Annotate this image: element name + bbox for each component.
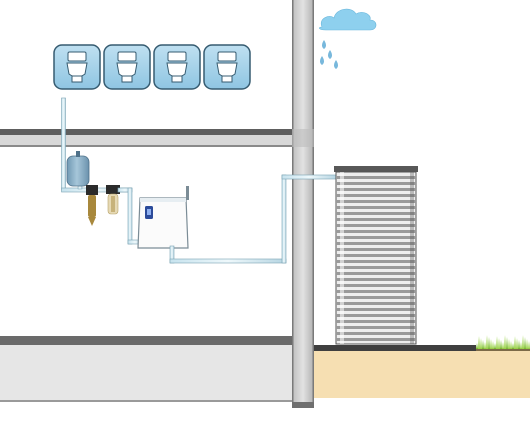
grass-icon — [476, 335, 530, 349]
rain-cloud-icon — [319, 8, 377, 31]
outdoor-ground — [314, 345, 530, 398]
toilet-row — [53, 44, 251, 90]
raindrop-icon — [328, 50, 332, 59]
pump-feed-pipe — [117, 187, 143, 245]
pump-control-unit — [137, 186, 189, 249]
raindrop-icon — [320, 56, 324, 65]
toilet-icon — [53, 44, 101, 90]
toilet-icon — [103, 44, 151, 90]
exterior-wall — [292, 0, 314, 408]
raindrop-icon — [334, 60, 338, 69]
toilet-icon — [153, 44, 201, 90]
filter-housing-right — [106, 185, 120, 215]
upper-floor-slab — [0, 129, 312, 147]
filter-housing-left — [86, 185, 98, 226]
toilet-icon — [203, 44, 251, 90]
rainwater-storage-tank — [334, 166, 418, 345]
raindrop-icon — [320, 40, 338, 69]
expansion-vessel — [66, 151, 90, 190]
raindrop-icon — [322, 40, 326, 49]
ground-floor-slab — [0, 336, 312, 402]
